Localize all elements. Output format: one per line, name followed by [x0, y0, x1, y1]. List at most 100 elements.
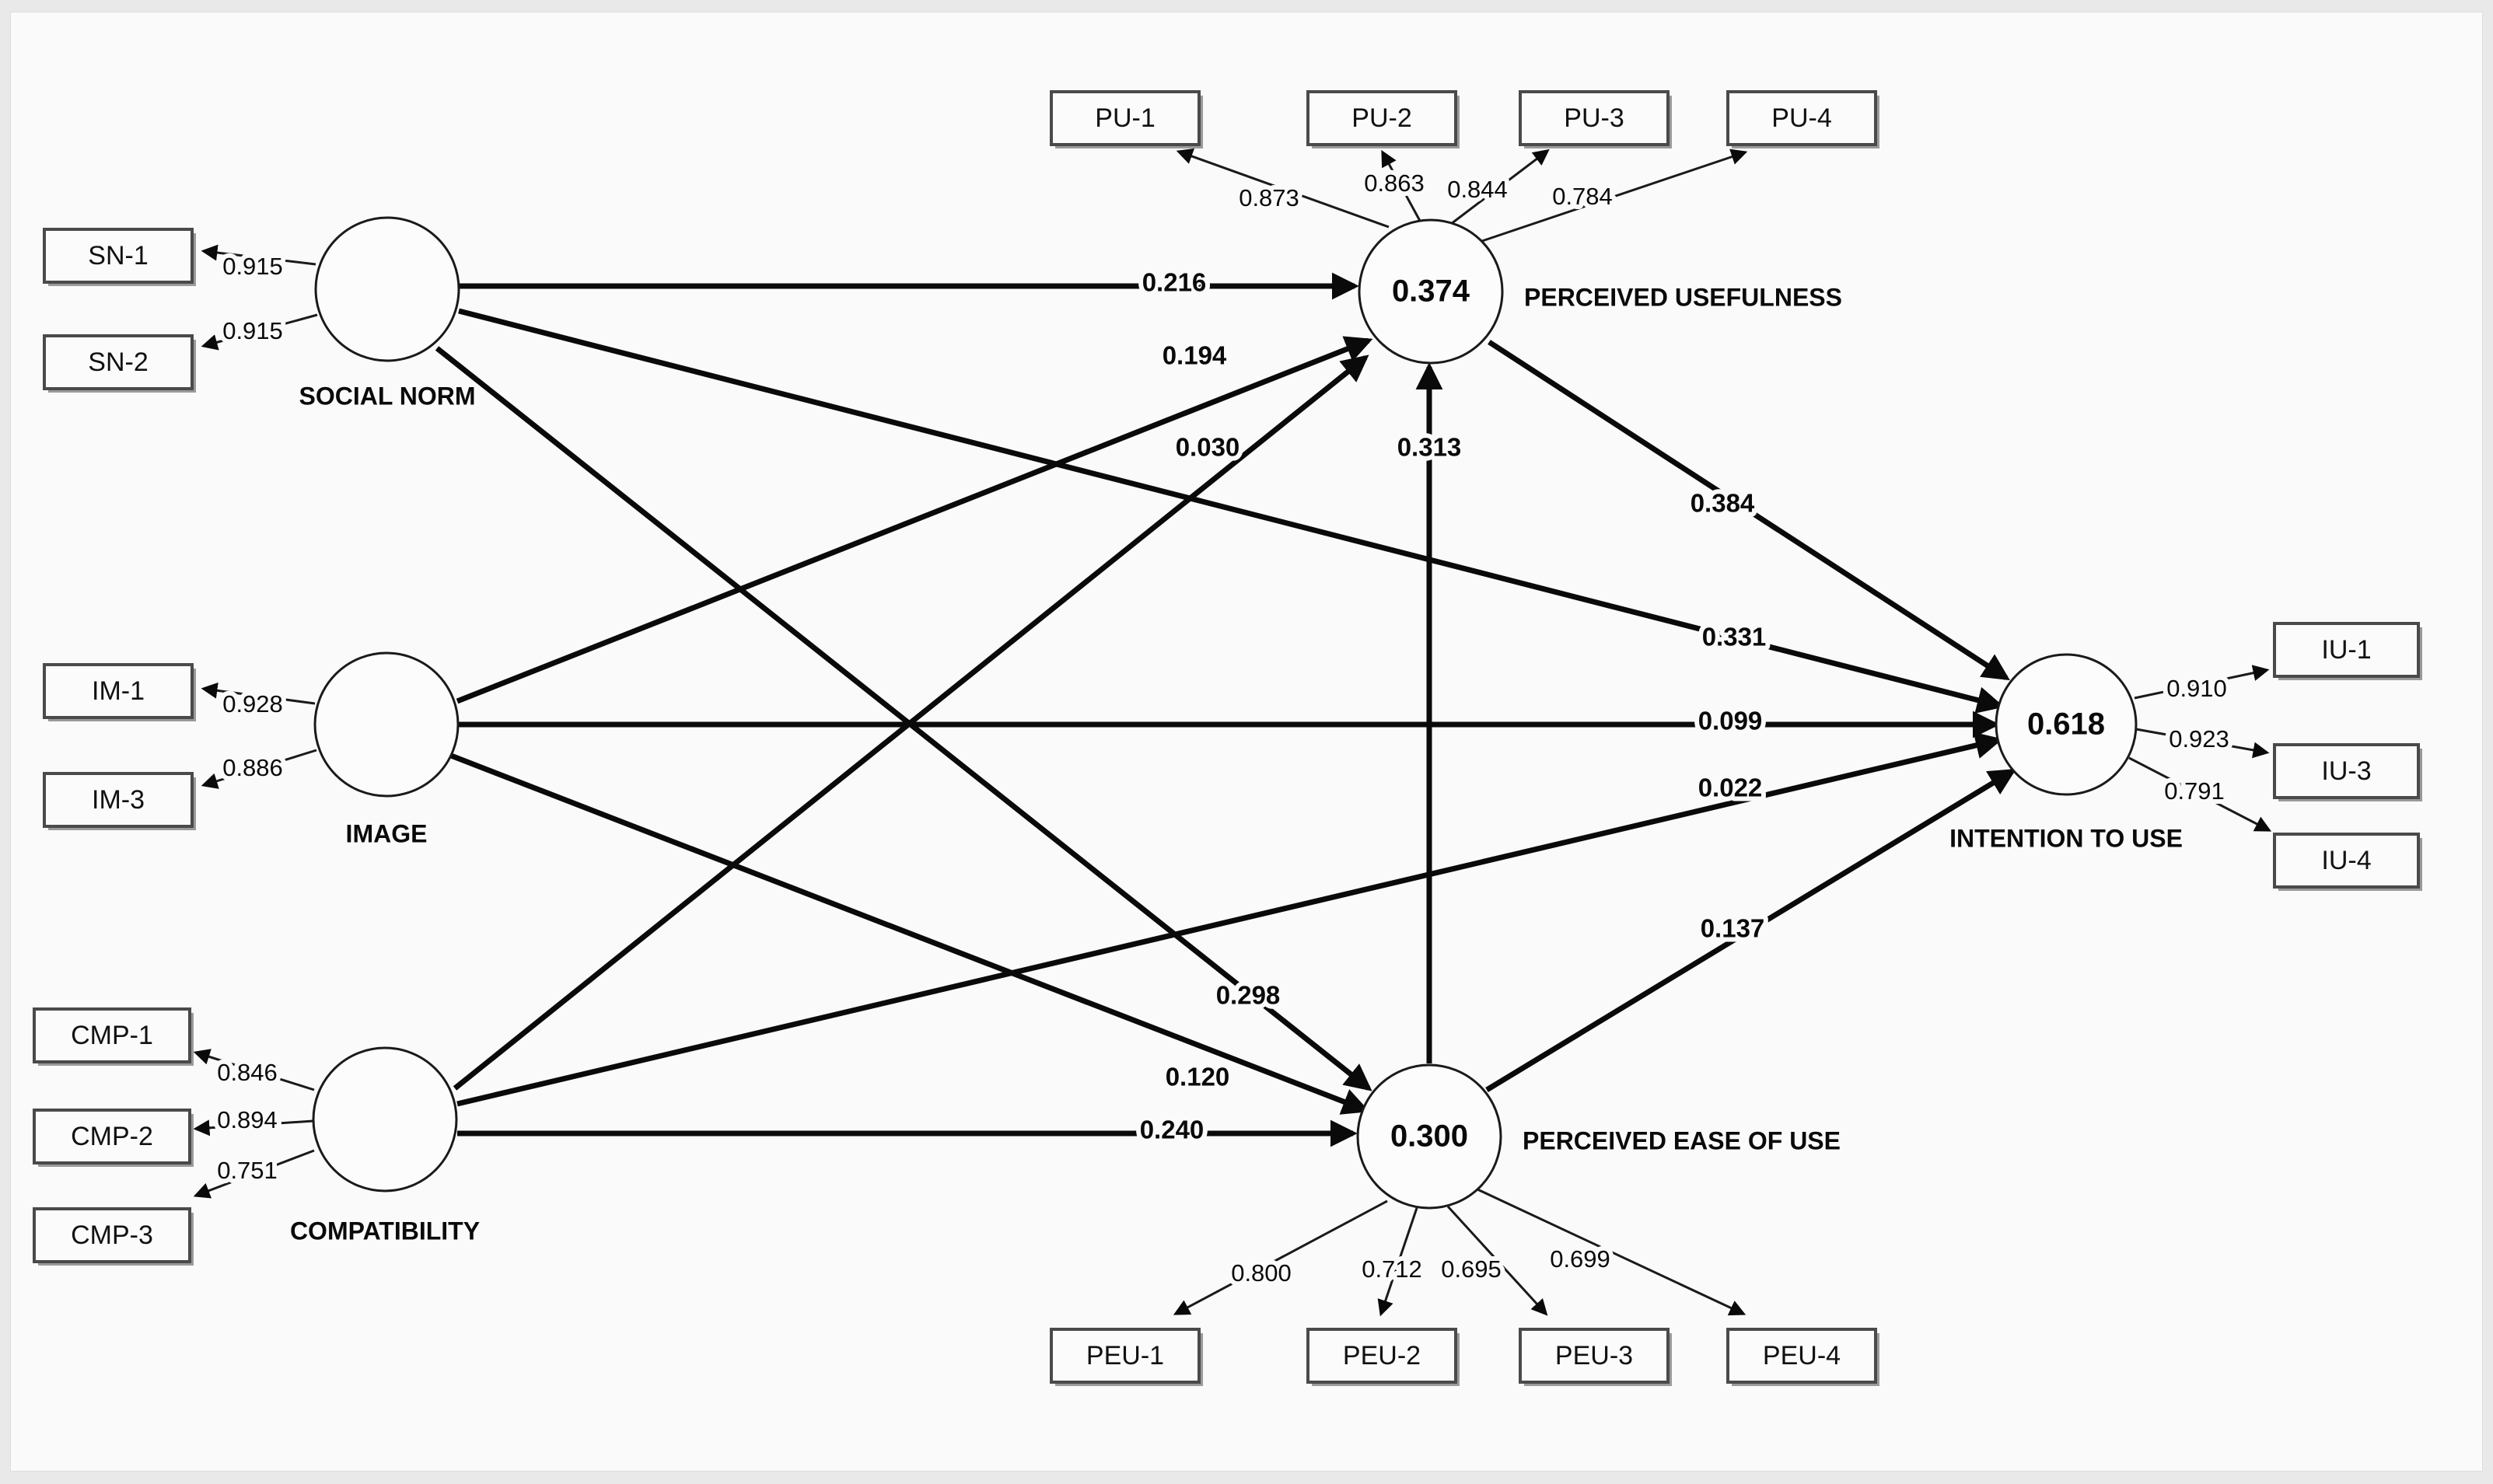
loading-line — [1477, 1188, 1746, 1316]
path-coefficient-im-peu: 0.120 — [1166, 1063, 1230, 1091]
loading-line — [1381, 149, 1421, 222]
latent-variable-peu[interactable]: 0.300 — [1356, 1063, 1502, 1210]
outer-loading-pu-to-pu-2 — [1381, 149, 1421, 222]
loading-line — [1446, 1205, 1548, 1316]
latent-variable-im[interactable] — [313, 651, 460, 798]
indicator-box-rect[interactable] — [2273, 743, 2420, 799]
loading-value-pu-pu-2-halo: 0.863 — [1364, 169, 1425, 197]
latent-variable-cmp[interactable] — [312, 1046, 458, 1192]
indicator-box-rect[interactable] — [1306, 90, 1457, 146]
indicator-box-sn-1[interactable]: SN-1 — [43, 228, 196, 286]
loading-line — [2128, 756, 2272, 832]
loading-value-peu-peu-3: 0.695 — [1441, 1255, 1502, 1283]
loading-value-iu-iu-1: 0.910 — [2166, 675, 2227, 702]
indicator-box-rect[interactable] — [33, 1207, 191, 1263]
indicator-box-rect[interactable] — [1050, 1328, 1201, 1384]
indicator-box-peu-2[interactable]: PEU-2 — [1306, 1328, 1460, 1386]
indicator-box-peu-4[interactable]: PEU-4 — [1726, 1328, 1879, 1386]
latent-variable-sn[interactable] — [314, 216, 460, 362]
loading-value-peu-peu-1-halo: 0.800 — [1231, 1259, 1292, 1287]
path-coefficient-sn-iu-halo: 0.331 — [1702, 623, 1767, 651]
path-coefficient-sn-pu: 0.216 — [1142, 268, 1207, 297]
indicator-box-rect[interactable] — [1726, 90, 1877, 146]
indicator-box-rect[interactable] — [1519, 90, 1670, 146]
loading-line — [201, 244, 316, 266]
loading-value-pu-pu-1: 0.873 — [1239, 184, 1299, 211]
indicator-label: IU-3 — [2321, 756, 2371, 786]
path-coefficient-cmp-pu: 0.030 — [1176, 433, 1240, 462]
latent-variable-iu[interactable]: 0.618 — [1995, 653, 2138, 796]
path-line — [1485, 768, 2016, 1092]
indicator-box-rect[interactable] — [43, 228, 194, 284]
loading-value-sn-sn-1-halo: 0.915 — [222, 253, 283, 280]
indicator-box-cmp-2[interactable]: CMP-2 — [33, 1109, 194, 1167]
loading-line — [193, 1149, 315, 1199]
structural-path-cmp-to-iu — [456, 732, 2003, 1107]
indicator-box-im-1[interactable]: IM-1 — [43, 663, 196, 721]
loading-value-pu-pu-3: 0.844 — [1447, 176, 1508, 203]
loading-value-cmp-cmp-3: 0.751 — [217, 1157, 278, 1184]
indicator-box-iu-3[interactable]: IU-3 — [2273, 743, 2422, 801]
indicator-box-iu-1[interactable]: IU-1 — [2273, 622, 2422, 680]
indicator-label: IM-3 — [92, 785, 145, 815]
latent-circle[interactable] — [312, 1046, 458, 1192]
indicator-label: SN-1 — [88, 241, 148, 271]
indicator-box-cmp-1[interactable]: CMP-1 — [33, 1007, 194, 1066]
loading-line — [1481, 148, 1748, 243]
latent-variable-layer: 0.374 0.300 0.618 — [312, 216, 2138, 1210]
path-line — [435, 346, 1372, 1091]
loading-value-cmp-cmp-2: 0.894 — [217, 1106, 278, 1133]
loading-value-pu-pu-3-halo: 0.844 — [1447, 176, 1508, 203]
loading-line — [1450, 148, 1550, 225]
indicator-box-im-3[interactable]: IM-3 — [43, 772, 196, 830]
path-coefficient-peu-iu: 0.137 — [1701, 914, 1765, 943]
indicator-box-rect[interactable] — [33, 1109, 191, 1165]
indicator-box-pu-3[interactable]: PU-3 — [1519, 90, 1672, 148]
indicator-box-pu-2[interactable]: PU-2 — [1306, 90, 1460, 148]
indicator-label: CMP-3 — [71, 1220, 153, 1250]
indicator-box-rect[interactable] — [2273, 833, 2420, 889]
indicator-box-rect[interactable] — [1050, 90, 1201, 146]
outer-loading-im-to-im-1 — [201, 682, 316, 705]
latent-circle[interactable] — [314, 216, 460, 362]
indicator-box-rect[interactable] — [33, 1007, 191, 1063]
path-coefficient-peu-iu-halo: 0.137 — [1701, 914, 1765, 943]
loading-value-iu-iu-4-halo: 0.791 — [2164, 777, 2225, 805]
indicator-box-rect[interactable] — [43, 663, 194, 719]
indicator-box-rect[interactable] — [1519, 1328, 1670, 1384]
loading-line — [1176, 148, 1390, 229]
latent-circle[interactable] — [1995, 653, 2138, 796]
loading-value-cmp-cmp-1: 0.846 — [217, 1059, 278, 1086]
loading-value-cmp-cmp-1-halo: 0.846 — [217, 1059, 278, 1086]
indicator-box-cmp-3[interactable]: CMP-3 — [33, 1207, 194, 1266]
indicator-box-pu-1[interactable]: PU-1 — [1050, 90, 1203, 148]
latent-name-iu: INTENTION TO USE — [1949, 824, 2183, 852]
latent-circle[interactable] — [1358, 218, 1504, 365]
indicator-box-peu-1[interactable]: PEU-1 — [1050, 1328, 1203, 1386]
indicator-label: SN-2 — [88, 347, 148, 377]
structural-path-peu-to-iu — [1485, 768, 2016, 1092]
indicator-box-rect[interactable] — [43, 334, 194, 390]
loading-value-im-im-1: 0.928 — [222, 690, 283, 718]
latent-name-im: IMAGE — [346, 819, 428, 847]
loading-line — [1173, 1199, 1388, 1315]
indicator-box-peu-3[interactable]: PEU-3 — [1519, 1328, 1672, 1386]
outer-loading-cmp-to-cmp-3 — [193, 1149, 315, 1199]
latent-circle[interactable] — [313, 651, 460, 798]
indicator-box-rect[interactable] — [1726, 1328, 1877, 1384]
loading-value-pu-pu-2: 0.863 — [1364, 169, 1425, 197]
indicator-box-rect[interactable] — [1306, 1328, 1457, 1384]
path-coefficient-cmp-iu: 0.022 — [1698, 773, 1763, 802]
path-coefficient-peu-pu-halo: 0.313 — [1397, 433, 1462, 462]
latent-variable-pu[interactable]: 0.374 — [1358, 218, 1504, 365]
indicator-box-pu-4[interactable]: PU-4 — [1726, 90, 1879, 148]
indicator-box-rect[interactable] — [43, 772, 194, 828]
loading-line — [1377, 1207, 1418, 1317]
indicator-box-iu-4[interactable]: IU-4 — [2273, 833, 2422, 891]
indicator-box-sn-2[interactable]: SN-2 — [43, 334, 196, 393]
indicator-box-rect[interactable] — [2273, 622, 2420, 678]
loading-value-im-im-3: 0.886 — [222, 754, 283, 781]
loading-value-peu-peu-3-halo: 0.695 — [1441, 1255, 1502, 1283]
latent-circle[interactable] — [1356, 1063, 1502, 1210]
